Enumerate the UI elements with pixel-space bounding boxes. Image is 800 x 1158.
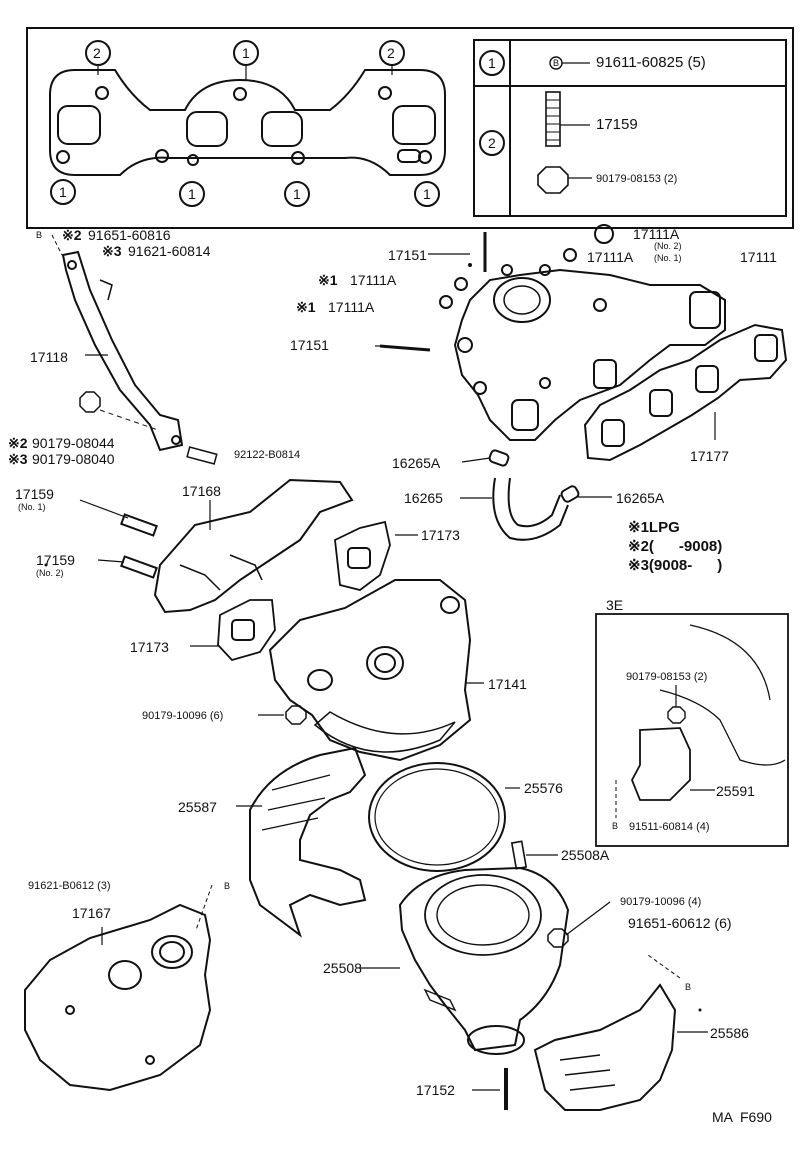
gasket-17173-lower-shape — [217, 599, 276, 662]
note-lpg: ※1LPG — [628, 519, 680, 536]
gasket-ring-25576 — [368, 762, 506, 872]
label-17118: 17118 — [30, 349, 68, 365]
heat-insulator-upper-shape — [153, 478, 354, 614]
note-2: ※2( -9008) — [628, 538, 723, 555]
heat-insulator-25586-shape — [533, 983, 677, 1111]
label-17167: 17167 — [72, 905, 111, 921]
legend-row1-number: 1 — [488, 55, 496, 71]
label-17111: 17111 — [740, 249, 777, 265]
inset-bracket-label: 25591 — [716, 783, 755, 799]
label-no1: (No. 1) — [654, 253, 682, 263]
gasket-detail-frame — [26, 27, 794, 229]
gasket-outline-shape — [49, 69, 446, 176]
callout-1-bottom-b: 1 — [188, 186, 196, 202]
label-25587: 25587 — [178, 799, 217, 815]
label-17173-lower: 17173 — [130, 639, 169, 655]
inset-bolt-mark: B — [612, 821, 619, 831]
label-91651-60816: 91651-60816 — [88, 227, 171, 243]
note-3: ※3(9008- ) — [628, 557, 723, 574]
label-17111a-m1: 17111A — [350, 272, 397, 288]
inset-bolt-label: 91511-60814 (4) — [629, 821, 710, 833]
label-16265a-lower: 16265A — [616, 490, 665, 506]
hose-16265-shape — [492, 477, 569, 541]
label-91651-60612: 91651-60612 (6) — [628, 915, 732, 931]
mark-3-a: ※3 — [102, 243, 122, 259]
label-92122-b0814: 92122-B0814 — [234, 449, 301, 461]
heat-insulator-17167-shape — [24, 903, 212, 1092]
mark-2-a: ※2 — [62, 227, 82, 243]
label-16265: 16265 — [404, 490, 443, 506]
mark-3-b: ※3 — [8, 451, 28, 467]
label-91621-60814: 91621-60814 — [128, 243, 211, 259]
callout-2-left: 2 — [93, 45, 101, 61]
label-17141: 17141 — [488, 676, 527, 692]
label-91621-b0612: 91621-B0612 (3) — [28, 880, 111, 892]
label-25576: 25576 — [524, 780, 563, 796]
legend-row2-number: 2 — [488, 135, 496, 151]
inset-nut-label: 90179-08153 (2) — [626, 671, 708, 683]
label-90179-08040: 90179-08040 — [32, 451, 115, 467]
label-no1-small: (No. 1) — [18, 502, 46, 512]
bracket-17118-shape — [61, 250, 184, 452]
label-25586: 25586 — [710, 1025, 749, 1041]
catalytic-converter-shape — [398, 866, 570, 1052]
label-17177: 17177 — [690, 448, 729, 464]
label-17168: 17168 — [182, 483, 221, 499]
legend-row2-stud: 17159 — [596, 116, 638, 133]
label-90179-10096-4: 90179-10096 (4) — [620, 896, 702, 908]
label-17111a-m2: 17111A — [328, 299, 375, 315]
exhaust-pipe-17141-shape — [268, 579, 472, 762]
legend-bolt-mark: B — [553, 58, 560, 68]
label-17159-no1: 17159 — [15, 486, 54, 502]
callout-1-bottom-a: 1 — [59, 184, 67, 200]
legend-row1-part: 91611-60825 (5) — [596, 54, 706, 71]
label-no2: (No. 2) — [654, 241, 682, 251]
label-17159-no2: 17159 — [36, 552, 75, 568]
inset-title: 3E — [606, 597, 624, 613]
legend-row2-nut: 90179-08153 (2) — [596, 173, 678, 185]
label-17152: 17152 — [416, 1082, 455, 1098]
inset-3e-frame — [595, 613, 789, 847]
callout-1-bottom-d: 1 — [423, 186, 431, 202]
label-17111a-no1: 17111A — [587, 249, 634, 265]
label-16265a-upper: 16265A — [392, 455, 441, 471]
footer-code: MA F690 — [712, 1109, 772, 1125]
mark-1-a: ※1 — [318, 272, 338, 288]
heat-insulator-25587-shape — [249, 746, 367, 938]
exhaust-manifold-shape — [453, 268, 726, 441]
label-17151-lower: 17151 — [290, 337, 329, 353]
callout-1-bottom-c: 1 — [293, 186, 301, 202]
label-no2-small: (No. 2) — [36, 568, 64, 578]
label-17151-upper: 17151 — [388, 247, 427, 263]
callout-1-top: 1 — [242, 45, 250, 61]
bolt-mark-b-3: B — [685, 982, 692, 992]
mark-2-b: ※2 — [8, 435, 28, 451]
callout-2-right: 2 — [387, 45, 395, 61]
manifold-gasket-shape — [583, 323, 788, 462]
gasket-17173-upper-shape — [334, 520, 391, 591]
legend-table — [473, 39, 787, 217]
label-25508: 25508 — [323, 960, 362, 976]
mark-1-b: ※1 — [296, 299, 316, 315]
label-17173-upper: 17173 — [421, 527, 460, 543]
bolt-mark-b-1: B — [36, 230, 43, 240]
label-25508a: 25508A — [561, 847, 610, 863]
label-90179-08044: 90179-08044 — [32, 435, 115, 451]
bolt-mark-b-2: B — [224, 881, 231, 891]
label-90179-10096-6: 90179-10096 (6) — [142, 710, 224, 722]
bracket-25591-shape — [631, 727, 691, 801]
label-17111a-no2: 17111A — [633, 226, 680, 242]
